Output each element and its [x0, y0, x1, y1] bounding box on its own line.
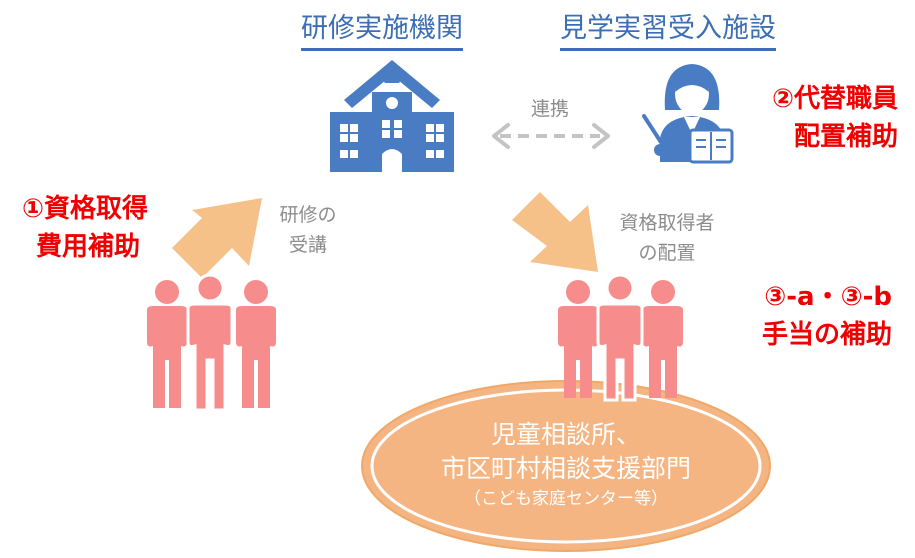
destination-label: 児童相談所、 市区町村相談支援部門 （こども家庭センター等） — [440, 420, 691, 509]
heading-training-institution: 研修実施機関 — [301, 6, 463, 51]
teacher-icon — [642, 64, 734, 164]
link-label: 連携 — [530, 98, 569, 120]
attend-training-label: 研修の 受講 — [279, 204, 337, 256]
people-group-icon-left — [147, 273, 276, 412]
subsidy-2-label: ②代替職員 配置補助 — [771, 84, 898, 152]
building-icon — [330, 60, 454, 172]
arrow-up-right — [172, 198, 262, 278]
people-group-icon-right — [558, 273, 683, 402]
heading-facility: 見学実習受入施設 — [560, 6, 776, 51]
link-arrow — [492, 123, 610, 149]
subsidy-3-label: ③-a・③-b 手当の補助 — [761, 282, 892, 350]
subsidy-1-label: ①資格取得 費用補助 — [22, 194, 149, 262]
arrow-down-right — [512, 192, 598, 272]
placement-label: 資格取得者 の配置 — [619, 212, 715, 264]
